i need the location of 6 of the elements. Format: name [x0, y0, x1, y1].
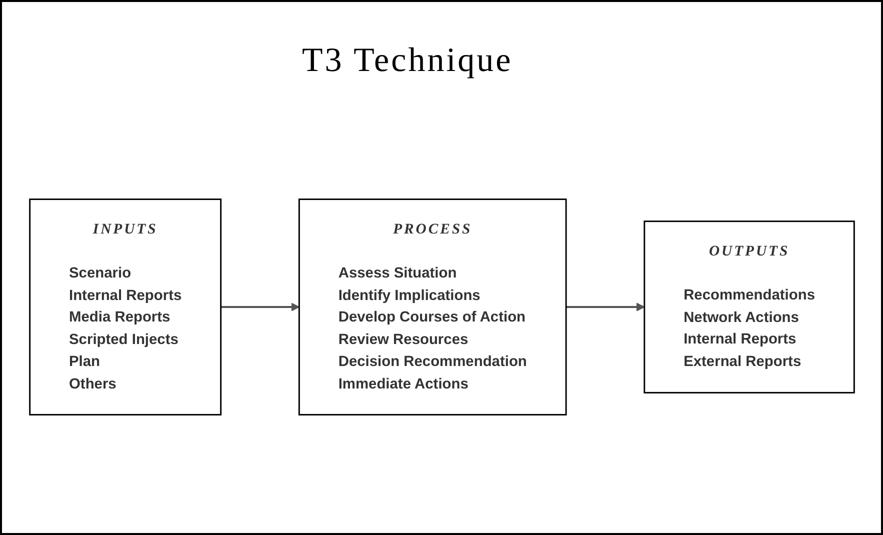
node-box: OUTPUTS Recommendations Network Actions Internal Reports External Reports — [644, 220, 855, 394]
node-box: PROCESS Assess Situation Identify Implications Develop Courses of Action Review Resources Decision Recommendation Immediate Actions — [298, 198, 567, 416]
arrow — [220, 302, 300, 312]
node-box: INPUTS Scenario Internal Reports Media Reports Scripted Injects Plan Others — [29, 198, 222, 416]
arrow — [566, 302, 645, 312]
diagram-title: T3 Technique — [302, 42, 513, 80]
